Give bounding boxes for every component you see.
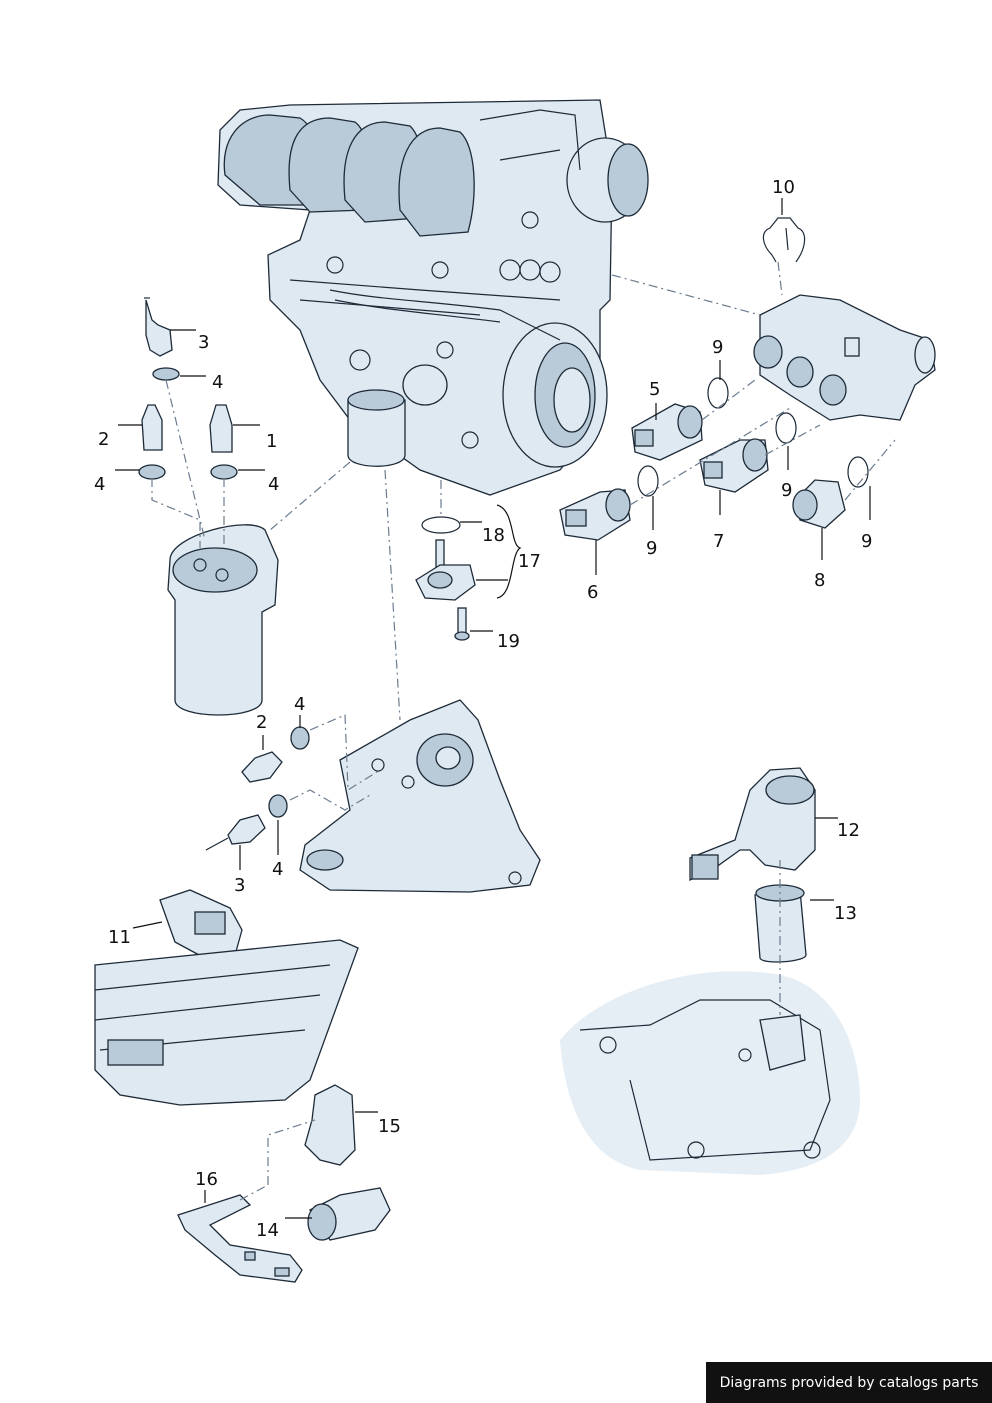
callout-2-top: 2 bbox=[98, 429, 110, 450]
washer-4-top bbox=[152, 367, 180, 381]
callout-16: 16 bbox=[195, 1169, 218, 1190]
callout-14: 14 bbox=[256, 1220, 279, 1241]
sensor-5 bbox=[631, 403, 703, 461]
callout-4-mid-top: 4 bbox=[294, 694, 306, 715]
callout-4-top: 4 bbox=[212, 372, 224, 393]
leader-lines bbox=[115, 198, 871, 1219]
callout-4-mid-bottom: 4 bbox=[272, 859, 284, 880]
callout-18: 18 bbox=[482, 525, 505, 546]
credit-banner: Diagrams provided by catalogs parts bbox=[706, 1362, 992, 1403]
callout-19: 19 bbox=[497, 631, 520, 652]
callout-6: 6 bbox=[587, 582, 599, 603]
oil-filter-housing bbox=[167, 524, 279, 716]
callout-12: 12 bbox=[837, 820, 860, 841]
bracket-16 bbox=[177, 1194, 303, 1283]
gearbox-housing bbox=[560, 971, 860, 1175]
callout-9-c: 9 bbox=[646, 538, 658, 559]
connector-lines bbox=[151, 261, 896, 1201]
callout-17: 17 bbox=[518, 551, 541, 572]
credit-text: Diagrams provided by catalogs parts bbox=[719, 1374, 979, 1391]
plug-8 bbox=[792, 479, 846, 529]
callout-3-top: 3 bbox=[198, 332, 210, 353]
callout-5: 5 bbox=[649, 379, 661, 400]
callout-15: 15 bbox=[378, 1116, 401, 1137]
part-10-clip bbox=[762, 217, 806, 263]
sensor-6 bbox=[559, 488, 631, 541]
clip-15 bbox=[304, 1084, 356, 1166]
bolt-19 bbox=[454, 607, 470, 641]
callout-4-right: 4 bbox=[268, 474, 280, 495]
o-ring-18 bbox=[421, 516, 461, 534]
callout-1: 1 bbox=[266, 431, 278, 452]
bumper bbox=[94, 939, 359, 1106]
sender-1 bbox=[209, 404, 233, 453]
callout-9-d: 9 bbox=[861, 531, 873, 552]
sender-2-bottom bbox=[241, 726, 310, 783]
callout-3-mid: 3 bbox=[234, 875, 246, 896]
sensor-14 bbox=[307, 1187, 391, 1241]
sensor-7 bbox=[699, 438, 769, 493]
callout-13: 13 bbox=[834, 903, 857, 924]
callout-11: 11 bbox=[108, 927, 131, 948]
engine-assembly bbox=[217, 99, 649, 496]
callout-2-mid: 2 bbox=[256, 712, 268, 733]
callout-9-b: 9 bbox=[781, 480, 793, 501]
sensor-12 bbox=[689, 767, 816, 882]
coolant-flange-housing bbox=[753, 294, 936, 421]
sender-3-top bbox=[144, 297, 173, 357]
sender-3-bottom bbox=[205, 794, 288, 851]
callout-9-a: 9 bbox=[712, 337, 724, 358]
sensor-17 bbox=[415, 539, 476, 601]
callout-7: 7 bbox=[713, 531, 725, 552]
sender-2-top bbox=[141, 404, 163, 451]
washer-4-right bbox=[210, 464, 238, 480]
switch-11 bbox=[159, 889, 243, 963]
callout-8: 8 bbox=[814, 570, 826, 591]
callout-4-left: 4 bbox=[94, 474, 106, 495]
washer-4-left bbox=[138, 464, 166, 480]
callout-10: 10 bbox=[772, 177, 795, 198]
engine-bracket bbox=[299, 699, 541, 893]
